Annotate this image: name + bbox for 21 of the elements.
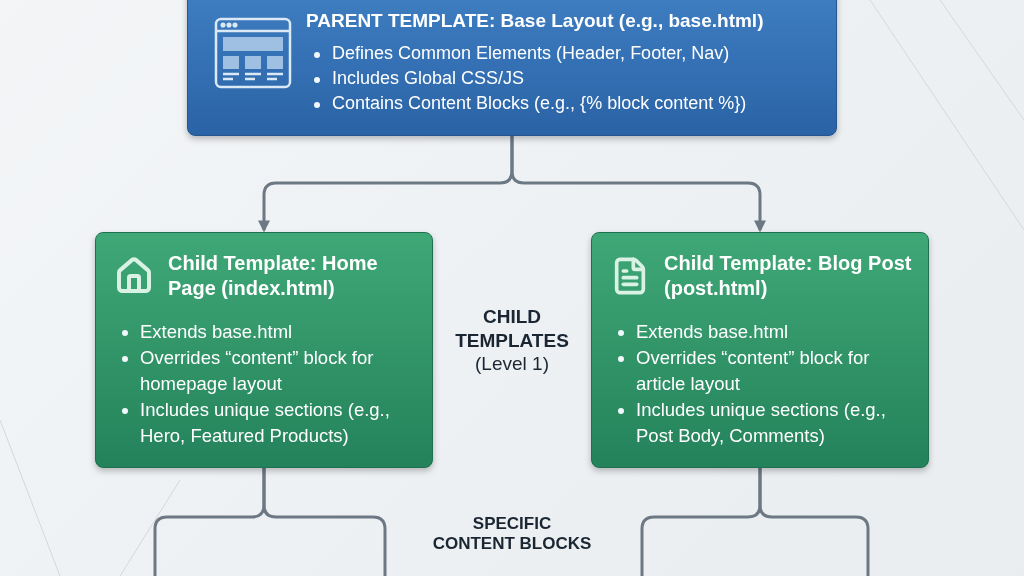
child-template-box [95, 232, 433, 468]
level-label: CHILD TEMPLATES [454, 305, 570, 353]
bullet-text: Extends base.html [636, 320, 789, 344]
box-title: Child Template: Home Page (index.html) [168, 251, 379, 301]
connector-line [758, 468, 870, 576]
connector-line [262, 468, 387, 576]
bullet-text: Includes Global CSS/JS [332, 66, 525, 90]
level-label: SPECIFIC CONTENT BLOCKS [432, 514, 592, 554]
bullet-text: Overrides “content” block for homepage layout [140, 345, 375, 396]
box-title: Child Template: Blog Post (post.html) [664, 251, 913, 301]
bullet-text: Overrides “content” block for article layout [636, 345, 871, 396]
box-title: PARENT TEMPLATE: Base Layout (e.g., base.html) [306, 9, 764, 33]
bullet-text: Includes unique sections (e.g., Post Body, Comments) [636, 397, 887, 448]
bullet-text: Defines Common Elements (Header, Footer, Nav) [332, 41, 730, 65]
bullet-text: Extends base.html [140, 320, 293, 344]
bullet-text: Contains Content Blocks (e.g., {% block content %}) [332, 92, 747, 116]
connector-line [510, 136, 766, 233]
parent-template-box [187, 0, 837, 136]
bullet-text: Includes unique sections (e.g., Hero, Featured Products) [140, 397, 391, 448]
level-label: (Level 1) [474, 352, 550, 376]
child-template-box [591, 232, 929, 468]
